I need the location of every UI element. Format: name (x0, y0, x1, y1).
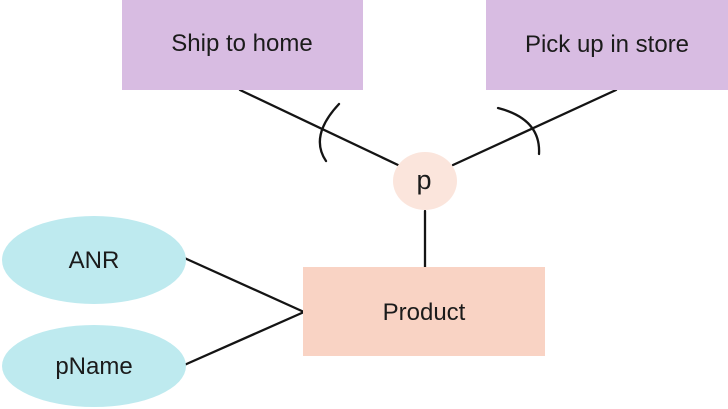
attribute-pname-label: pName (55, 353, 132, 380)
edge-pick-up-in-store-to-p (451, 88, 618, 167)
attribute-anr-label: ANR (69, 247, 120, 274)
participation-arc-right (496, 106, 541, 156)
edges (178, 88, 618, 368)
attribute-pname: pName (2, 325, 186, 407)
relationship-p: p (393, 152, 457, 210)
attribute-anr-ellipse (2, 216, 186, 304)
attribute-anr: ANR (2, 216, 186, 304)
entity-ship-to-home: Ship to home (122, 0, 363, 90)
entity-product-label: Product (383, 299, 466, 326)
relationship-p-label: p (416, 165, 431, 195)
attribute-pname-ellipse (2, 325, 186, 407)
entity-pick-up-in-store-box (486, 0, 728, 90)
relationship-p-circle (393, 152, 457, 210)
entity-pick-up-in-store-label: Pick up in store (525, 31, 689, 58)
entity-ship-to-home-box (122, 0, 363, 90)
entity-pick-up-in-store: Pick up in store (486, 0, 728, 90)
entity-product-box (303, 267, 545, 356)
edge-ship-to-home-to-p (238, 88, 400, 167)
edge-pname-to-product (180, 310, 306, 368)
entity-product: Product (303, 267, 545, 356)
edge-anr-to-product (178, 254, 306, 314)
participation-arc-left (318, 102, 341, 163)
entity-ship-to-home-label: Ship to home (171, 30, 312, 57)
